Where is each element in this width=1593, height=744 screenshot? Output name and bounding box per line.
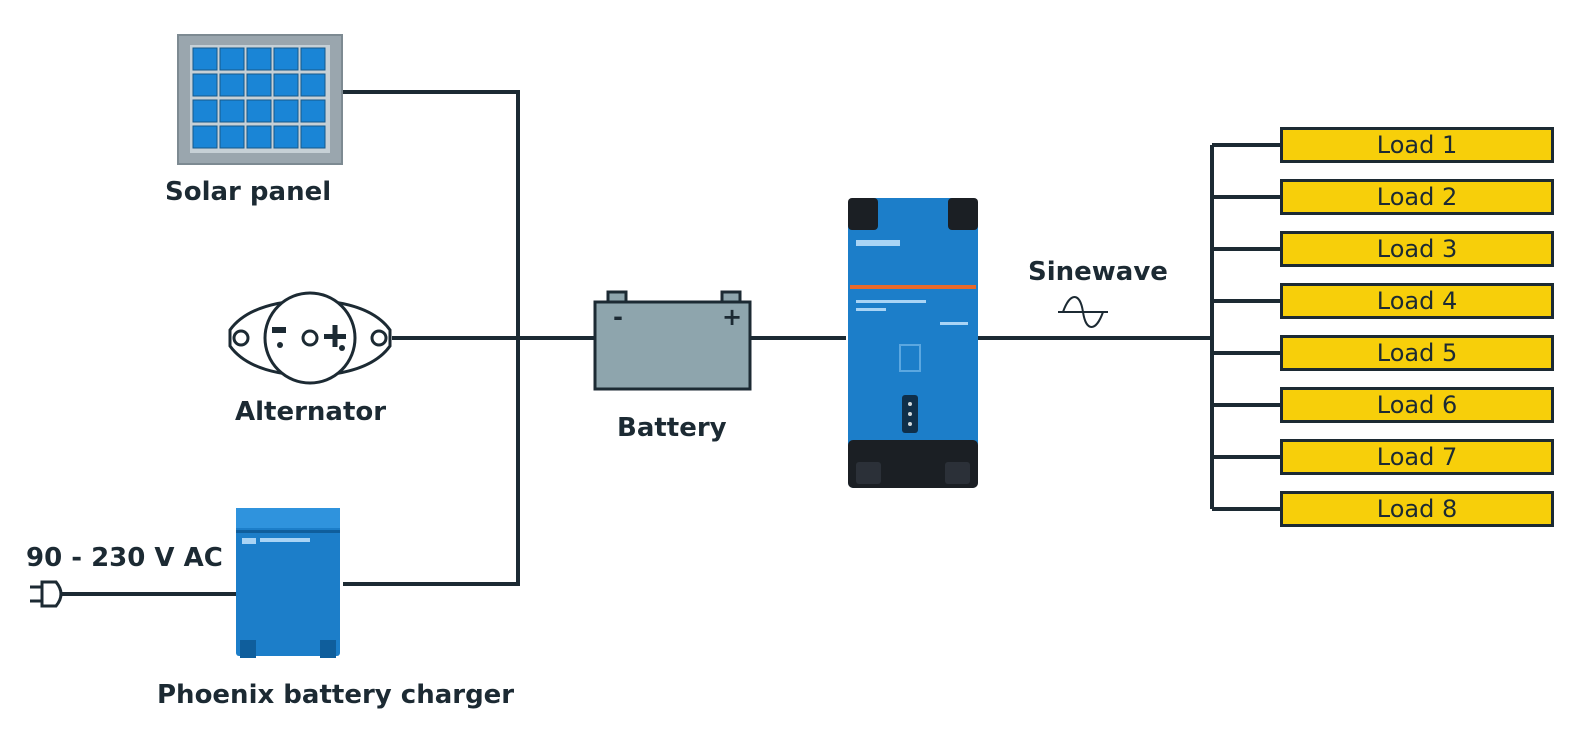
- inverter-icon: [848, 198, 978, 488]
- load-box: Load 8: [1280, 491, 1554, 527]
- battery-charger-icon: [236, 508, 340, 658]
- charger-label: Phoenix battery charger: [157, 680, 515, 710]
- load-box: Load 3: [1280, 231, 1554, 267]
- load-box: Load 1: [1280, 127, 1554, 163]
- load-box: Load 2: [1280, 179, 1554, 215]
- load-box: Load 4: [1280, 283, 1554, 319]
- sinewave-icon: [1058, 296, 1108, 328]
- battery-label: Battery: [617, 413, 727, 443]
- ac-input-label: 90 - 230 V AC: [26, 543, 223, 573]
- battery-positive-terminal: +: [722, 303, 742, 331]
- wiring: [62, 90, 1280, 596]
- plug-icon: [30, 580, 63, 608]
- sinewave-label: Sinewave: [1028, 257, 1168, 287]
- alternator-label: Alternator: [235, 397, 387, 427]
- battery-negative-terminal: -: [613, 303, 623, 331]
- load-box: Load 5: [1280, 335, 1554, 371]
- battery-icon: [593, 290, 752, 391]
- load-box: Load 7: [1280, 439, 1554, 475]
- load-box: Load 6: [1280, 387, 1554, 423]
- alternator-icon: [228, 291, 392, 385]
- solar-panel-label: Solar panel: [165, 177, 332, 207]
- solar-panel-icon: [177, 34, 343, 165]
